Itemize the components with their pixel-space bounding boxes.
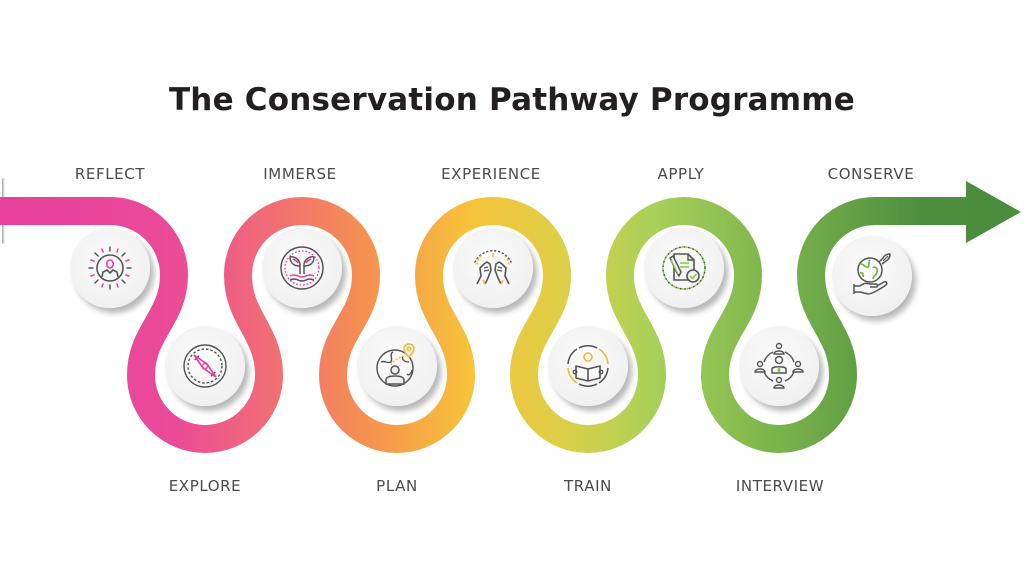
pathway-band: [0, 197, 968, 453]
page-title: The Conservation Pathway Programme: [168, 82, 856, 118]
label-explore: EXPLORE: [168, 477, 242, 495]
step-disk: [453, 228, 533, 308]
label-immerse: IMMERSE: [263, 165, 337, 183]
group-network-icon: [754, 342, 804, 389]
arrowhead: [966, 181, 1021, 243]
high-five-hands-icon: [474, 250, 512, 285]
step-disk: [832, 236, 912, 316]
compass-icon: [183, 344, 227, 388]
label-train: TRAIN: [564, 477, 612, 495]
reading-cycle-icon: [567, 345, 609, 387]
label-conserve: CONSERVE: [827, 165, 915, 183]
hand-globe-leaf-icon: [853, 253, 891, 295]
label-reflect: REFLECT: [74, 165, 146, 183]
label-apply: APPLY: [657, 165, 705, 183]
step-disk: [262, 228, 342, 308]
label-experience: EXPERIENCE: [441, 165, 541, 183]
label-interview: INTERVIEW: [735, 477, 825, 495]
step-disk: [548, 326, 628, 406]
document-pen-check-icon: [662, 246, 706, 290]
person-sun-icon: [88, 246, 132, 290]
globe-pin-person-icon: [376, 343, 415, 387]
whale-tail-icon: [280, 246, 324, 290]
label-plan: PLAN: [376, 477, 418, 495]
